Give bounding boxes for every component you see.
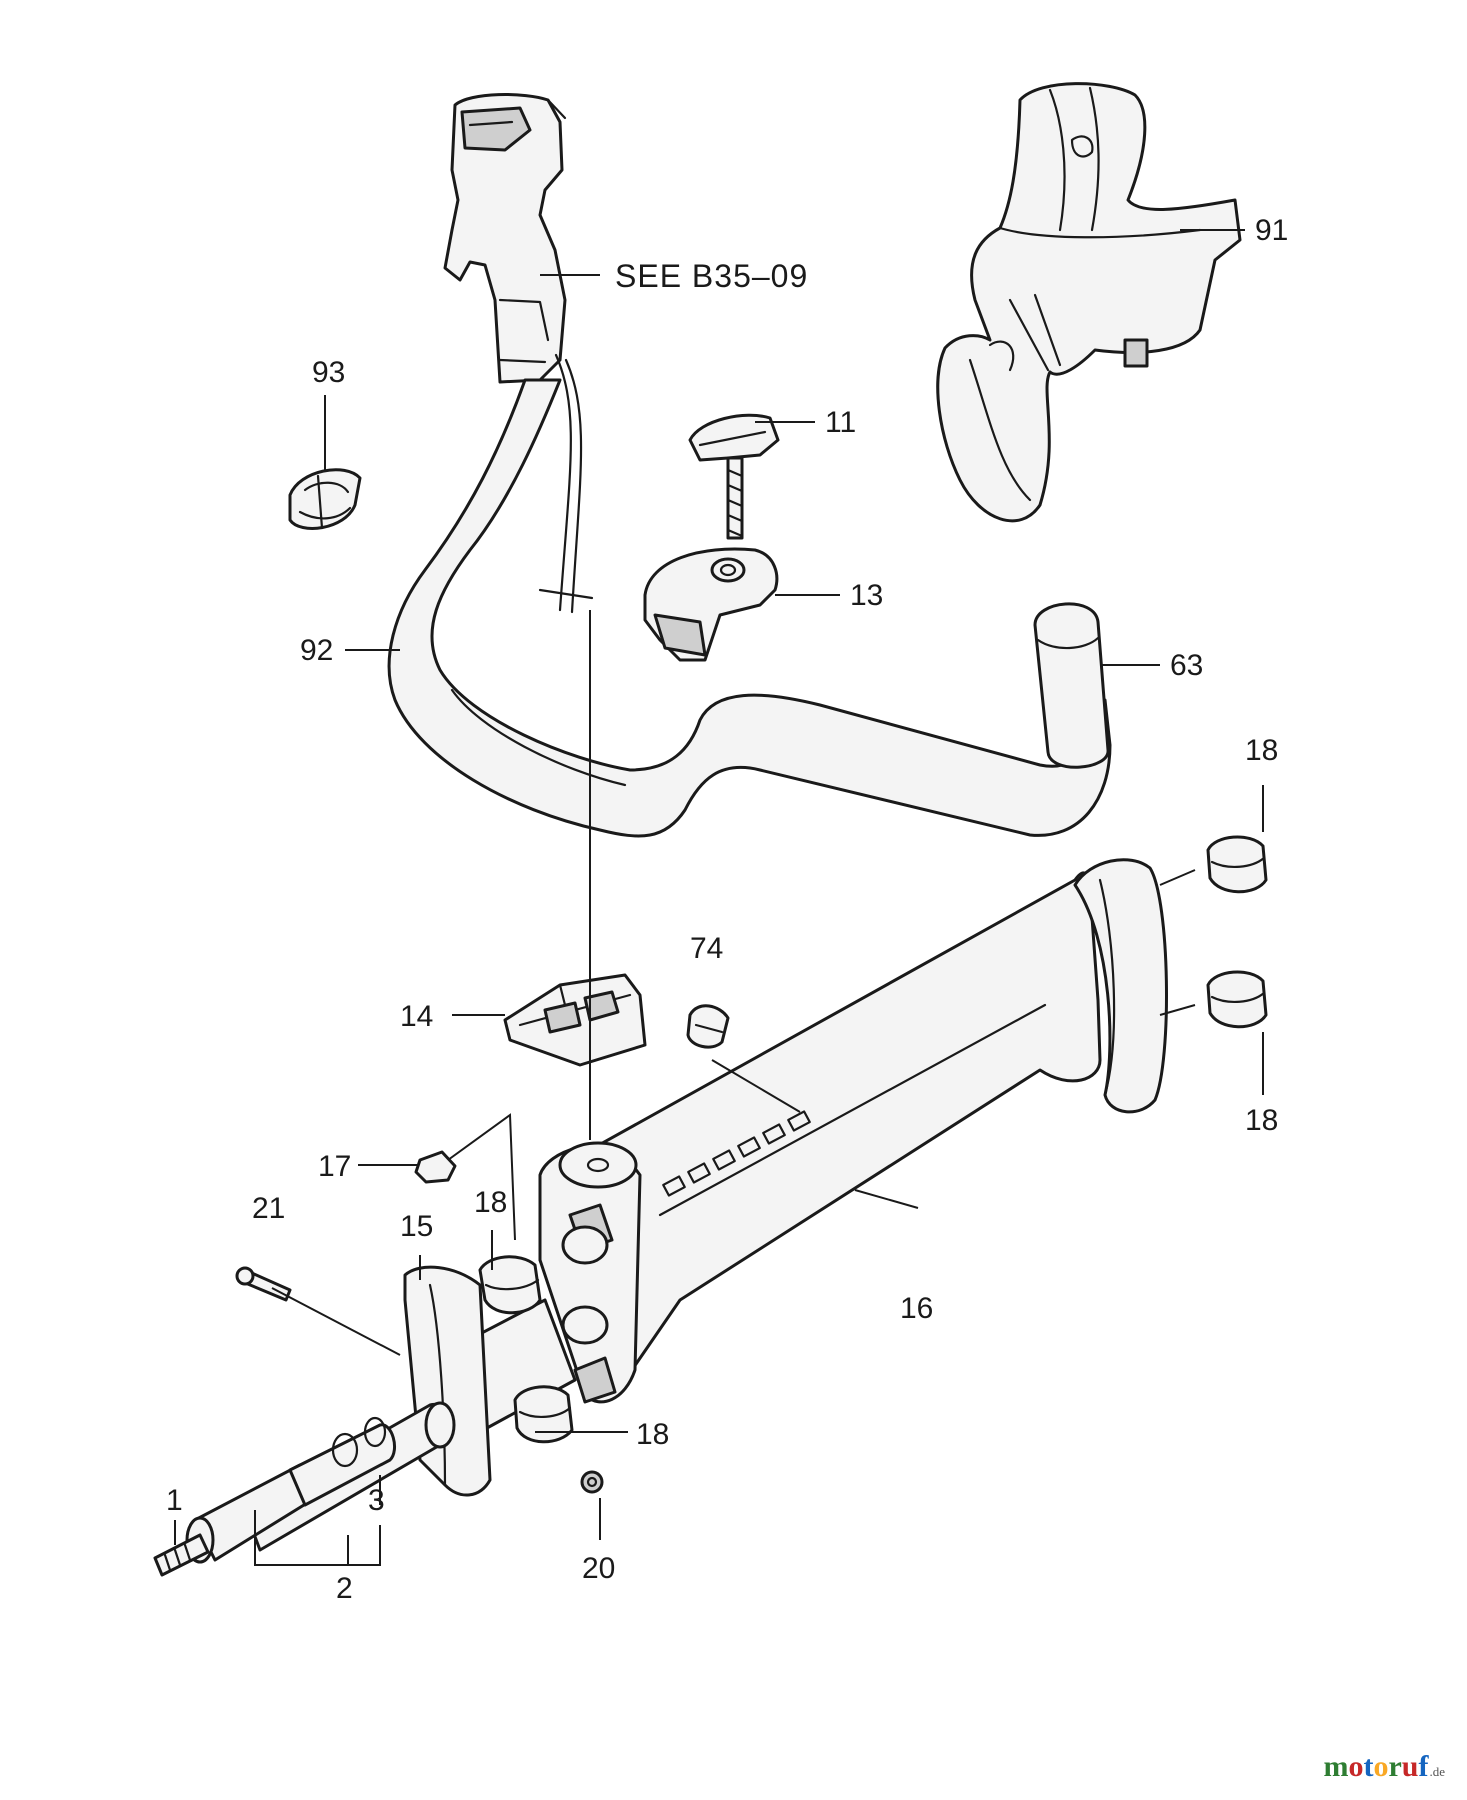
harness-part-91 (936, 82, 1242, 523)
callout-13: 13 (850, 579, 883, 612)
callout-18-left-top: 18 (474, 1186, 507, 1219)
callout-14: 14 (400, 1000, 433, 1033)
callout-3: 3 (368, 1484, 385, 1517)
watermark-letter: r (1388, 1750, 1402, 1783)
callout-18-right-top: 18 (1245, 734, 1278, 767)
callout-labels: SEE B35–09 91 93 11 13 63 92 18 74 14 18… (166, 214, 1288, 1605)
callout-63: 63 (1170, 649, 1203, 682)
callout-18-right-bottom: 18 (1245, 1104, 1278, 1137)
motoruf-watermark: motoruf.de (1323, 1750, 1445, 1784)
nut-part-17 (414, 1150, 457, 1184)
clamp-body-part-16 (538, 858, 1168, 1404)
knob-part-11 (688, 413, 780, 540)
bracket-part-14 (503, 973, 647, 1067)
callout-1: 1 (166, 1484, 183, 1517)
loop-handle-part-92 (387, 378, 1112, 838)
watermark-letter: o (1348, 1750, 1364, 1783)
vent-slots (662, 1110, 811, 1197)
nut-part-20 (580, 1470, 604, 1494)
watermark-letter: o (1373, 1750, 1389, 1783)
callout-2: 2 (336, 1572, 353, 1605)
damper-part-18-right-top (1206, 835, 1268, 894)
callout-21: 21 (252, 1192, 285, 1225)
callout-see-b35-09: SEE B35–09 (615, 258, 808, 294)
watermark-letter: m (1323, 1750, 1349, 1783)
damper-part-18-left-top (478, 1255, 542, 1315)
grip-part-63 (1033, 602, 1110, 769)
callout-15: 15 (400, 1210, 433, 1243)
callout-91: 91 (1255, 214, 1288, 247)
callout-92: 92 (300, 634, 333, 667)
bolt-part-21 (235, 1266, 292, 1302)
watermark-tld: .de (1429, 1764, 1445, 1779)
callout-18-left-bottom: 18 (636, 1418, 669, 1451)
callout-11: 11 (825, 406, 856, 439)
callout-16: 16 (900, 1292, 933, 1325)
clamp-top-part-13 (643, 547, 779, 662)
damper-part-18-left-bottom (513, 1385, 574, 1444)
throttle-handle (443, 93, 594, 614)
callout-17: 17 (318, 1150, 351, 1183)
flange-part-15 (243, 1265, 577, 1552)
watermark-text: motoruf (1323, 1750, 1428, 1783)
watermark-letter: t (1363, 1750, 1374, 1783)
callout-93: 93 (312, 356, 345, 389)
stud-part-1 (153, 1533, 210, 1577)
callout-74: 74 (690, 932, 723, 965)
watermark-letter: u (1401, 1750, 1419, 1783)
damper-part-18-right-bottom (1206, 970, 1268, 1029)
watermark-letter: f (1418, 1750, 1429, 1783)
callout-20: 20 (582, 1552, 615, 1585)
clip-part-74 (686, 1004, 730, 1049)
leader-lines (174, 229, 1264, 1566)
clip-part-93 (288, 468, 362, 530)
